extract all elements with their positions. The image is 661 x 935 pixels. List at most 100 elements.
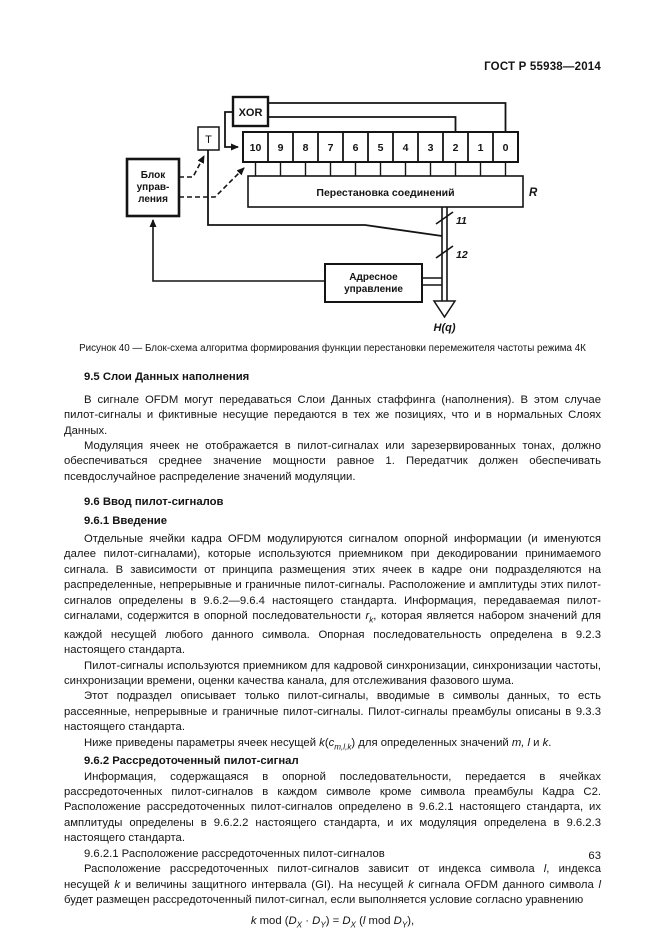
var-dx-subscript: X [350, 920, 356, 930]
register-cell-dividers [267, 132, 494, 162]
permutation-label: Перестановка соединений [316, 187, 454, 199]
bus-slash-12 [435, 245, 454, 259]
heading-9-6-2-1: 9.6.2.1 Расположение рассредоточенных пи… [84, 847, 385, 860]
text-run: Ниже приведены параметры ячеек несущей [84, 736, 320, 749]
text-run: . [548, 736, 552, 749]
var-l: l [543, 863, 547, 876]
register-cell-label: 7 [328, 142, 334, 154]
var-r: r [365, 610, 370, 623]
address-control-label: Адресное управление [344, 272, 403, 295]
t-label: T [205, 134, 212, 146]
wire-xor-to-register [224, 111, 239, 151]
paragraph: Информация, содержащаяся в опорной после… [64, 770, 601, 845]
var-dy: D [312, 915, 321, 928]
heading-9-6: 9.6 Ввод пилот-сигналов [84, 496, 224, 509]
bus-slash-11 [435, 211, 454, 225]
bus-width-11-label: 11 [456, 215, 467, 227]
var-dy-subscript: Y [320, 920, 326, 930]
var-c-subscript: m,l,k [334, 741, 352, 751]
figure-40-diagram: XOR T 10 9 8 7 6 [0, 0, 661, 350]
control-unit-label-line: управ- [137, 182, 170, 193]
text-run: , индекса несущей [64, 863, 601, 891]
output-signal-label: H(q) [434, 322, 456, 334]
xor-label: XOR [239, 107, 263, 119]
output-arrow [432, 300, 457, 319]
xor-box [231, 95, 270, 128]
page-number: 63 [588, 850, 601, 862]
text-run: и [530, 736, 543, 749]
control-unit-label-line: Блок [141, 170, 167, 181]
text-run: будет размещен рассредоточенный пилот-си… [64, 893, 584, 906]
var-dy: D [393, 915, 402, 928]
text-run: mod [365, 915, 394, 928]
control-unit-label: Блок управ- ления [137, 170, 170, 205]
text-run: сигнала OFDM данного символа [413, 878, 599, 891]
paragraph: Ниже приведены параметры ячеек несущей k… [64, 736, 601, 755]
register-cell-label: 10 [250, 142, 262, 154]
register-name-r: R [529, 187, 538, 199]
control-unit-label-line: ления [138, 194, 168, 205]
permutation-box [247, 175, 524, 208]
var-k: k [319, 736, 325, 749]
dashed-wire-control-to-t [179, 155, 205, 178]
t-box [197, 126, 220, 151]
register-cell-label: 6 [353, 142, 359, 154]
text-run: ) = [325, 915, 343, 928]
register-cell-label: 0 [503, 142, 509, 154]
paragraph: Расположение рассредоточенных пилот-сигн… [64, 862, 601, 908]
text-run: , которая является набором значений для … [64, 610, 601, 657]
text-run: mod ( [256, 915, 289, 928]
paragraph: Пилот-сигналы используются приемником дл… [64, 659, 601, 687]
body-text: Рисунок 40 — Блок-схема алгоритма формир… [64, 341, 601, 935]
text-run: Расположение рассредоточенных пилот-сигн… [84, 863, 544, 876]
bus-width-12-label: 12 [456, 249, 468, 261]
text-run: · [302, 915, 313, 928]
wire-cell2-to-xor [268, 116, 457, 132]
var-k: k [250, 915, 257, 928]
paragraph: Отдельные ячейки кадра OFDM модулируются… [64, 532, 601, 659]
wires [149, 102, 507, 301]
register-box [242, 131, 519, 163]
var-r-subscript: k [369, 615, 374, 625]
wire-cell0-to-xor [268, 102, 507, 132]
address-control-box [324, 263, 423, 303]
text-run: и величины защитного интервала (GI). На … [119, 878, 409, 891]
address-control-label-line: управление [344, 284, 403, 295]
figure-caption: Рисунок 40 — Блок-схема алгоритма формир… [79, 343, 586, 354]
register-cell-labels: 10 9 8 7 6 5 4 3 2 1 0 [250, 142, 509, 154]
text-run: ( [324, 736, 329, 749]
paragraph: Этот подраздел описывает только пилот-си… [64, 690, 601, 734]
text-run: ( [355, 915, 363, 928]
var-k: k [114, 878, 120, 891]
equation: k mod (DX · DY) = DX (l mod DY), [64, 914, 601, 933]
register-cell-label: 5 [378, 142, 384, 154]
heading-9-6-1: 9.6.1 Введение [84, 514, 168, 527]
var-dx: D [288, 915, 297, 928]
text-run: ), [407, 915, 415, 928]
register-cell-label: 4 [403, 142, 409, 154]
paragraph: Модуляция ячеек не отображается в пилот-… [64, 440, 601, 483]
register-cell-label: 8 [303, 142, 309, 154]
heading-9-5: 9.5 Слои Данных наполнения [84, 371, 250, 384]
var-dy-subscript: Y [401, 920, 408, 930]
address-control-label-line: Адресное [349, 272, 398, 283]
text-run: ) для определенных значений [351, 736, 512, 749]
var-k: k [408, 878, 414, 891]
var-dx-subscript: X [296, 920, 303, 930]
wire-t-to-bus [207, 150, 443, 237]
var-dx: D [342, 915, 351, 928]
control-unit-box [125, 157, 181, 218]
register-cell-label: 3 [428, 142, 434, 154]
text-run: Отдельные ячейки кадра OFDM модулируются… [64, 533, 601, 623]
shift-register: 10 9 8 7 6 5 4 3 2 1 0 [242, 131, 519, 176]
var-c: c [328, 736, 335, 749]
register-cell-label: 9 [278, 142, 284, 154]
var-k: k [542, 736, 549, 749]
heading-9-6-2: 9.6.2 Рассредоточенный пилот-сигнал [84, 755, 299, 768]
block-diagram-svg: XOR T 10 9 8 7 6 [125, 95, 538, 334]
register-cell-label: 2 [453, 142, 459, 154]
dashed-wire-control-to-register [179, 167, 245, 198]
var-l: l [362, 915, 366, 928]
paragraph: В сигнале OFDM могут передаваться Слои Д… [64, 393, 601, 437]
